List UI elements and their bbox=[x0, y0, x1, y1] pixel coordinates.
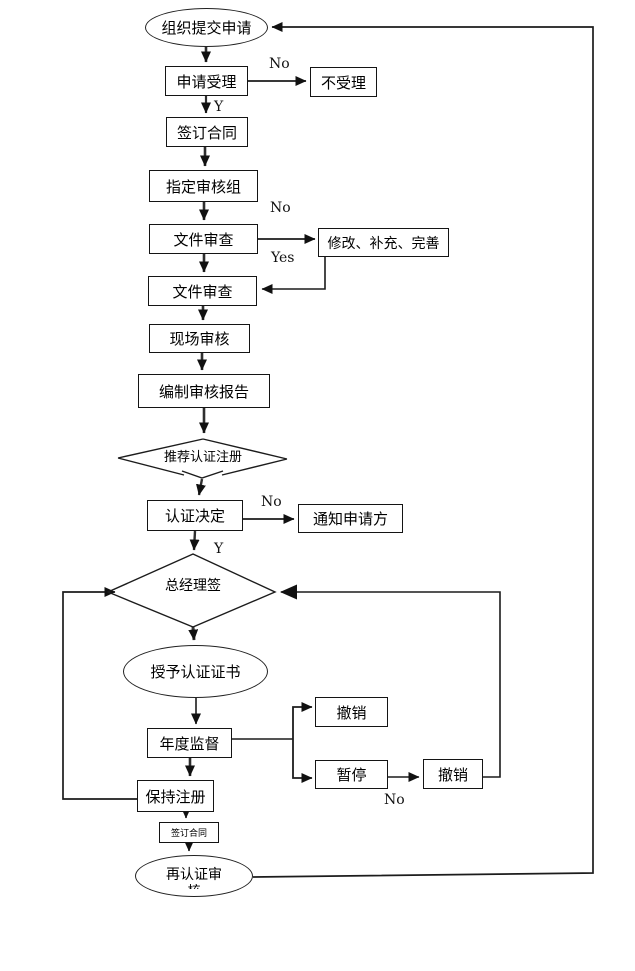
label-doc-yes: Yes bbox=[271, 250, 295, 266]
label-decision-no: No bbox=[261, 494, 282, 510]
node-keep-registration: 保持注册 bbox=[137, 780, 214, 812]
node-grant-cert-label: 授予认证证书 bbox=[150, 663, 241, 681]
node-start-label: 组织提交申请 bbox=[161, 19, 252, 37]
node-site-audit: 现场审核 bbox=[149, 324, 250, 353]
node-revoke-2: 撤销 bbox=[423, 759, 483, 789]
node-annual-supervision: 年度监督 bbox=[147, 728, 232, 758]
node-revoke-2-label: 撤销 bbox=[437, 765, 468, 784]
edge-branch-revoke1 bbox=[292, 702, 313, 739]
node-revoke-1: 撤销 bbox=[315, 697, 388, 727]
node-decision-label: 认证决定 bbox=[164, 507, 225, 525]
edge-branch-suspend bbox=[292, 739, 313, 783]
edge-recert-start-loop bbox=[252, 22, 594, 878]
node-site-audit-label: 现场审核 bbox=[169, 330, 230, 348]
label-accept-no: No bbox=[269, 56, 290, 72]
gm-sign-diamond bbox=[106, 553, 277, 628]
node-resign-contract: 签订合同 bbox=[159, 822, 219, 843]
node-resign-contract-label: 签订合同 bbox=[170, 829, 207, 839]
node-accept-label: 申请受理 bbox=[176, 72, 237, 91]
label-decision-yes: Y bbox=[214, 541, 224, 557]
label-suspend-no: No bbox=[384, 792, 405, 808]
edge-keep-gmsign-loop bbox=[62, 587, 137, 800]
edge-revise-docreview2-yes bbox=[261, 257, 326, 294]
node-assign-team: 指定审核组 bbox=[149, 170, 258, 202]
edge-revoke2-gmsign-loop bbox=[280, 584, 501, 778]
node-suspend-label: 暂停 bbox=[336, 766, 367, 784]
node-revoke-1-label: 撤销 bbox=[336, 703, 367, 722]
node-notify: 通知申请方 bbox=[298, 504, 403, 533]
node-reject: 不受理 bbox=[310, 67, 377, 97]
node-keep-registration-label: 保持注册 bbox=[145, 787, 206, 806]
node-audit-report: 编制审核报告 bbox=[138, 374, 270, 408]
node-audit-report-label: 编制审核报告 bbox=[158, 382, 249, 401]
node-doc-review-1: 文件审查 bbox=[149, 224, 258, 254]
node-accept: 申请受理 bbox=[165, 66, 248, 96]
node-suspend: 暂停 bbox=[315, 760, 388, 789]
node-recert: 再认证审 核 bbox=[135, 855, 253, 897]
node-doc-review-2-label: 文件审查 bbox=[172, 282, 233, 301]
node-revise-label: 修改、补充、完善 bbox=[327, 235, 440, 252]
node-decision: 认证决定 bbox=[147, 500, 243, 531]
edge-gmsign-grantcert bbox=[188, 626, 199, 641]
node-doc-review-1-label: 文件审查 bbox=[173, 230, 234, 249]
recommend-diamond bbox=[117, 438, 288, 479]
node-annual-supervision-label: 年度监督 bbox=[159, 734, 220, 753]
node-reject-label: 不受理 bbox=[320, 73, 366, 92]
node-sign-contract: 签订合同 bbox=[166, 117, 248, 147]
node-recert-label-clipped: 核 bbox=[187, 884, 200, 889]
edge-recommend-decision bbox=[196, 478, 206, 496]
node-recert-label: 再认证审 bbox=[166, 866, 222, 883]
node-doc-review-2: 文件审查 bbox=[148, 276, 257, 306]
node-notify-label: 通知申请方 bbox=[312, 510, 388, 528]
node-recommend-label: 推荐认证注册 bbox=[163, 449, 242, 465]
node-start: 组织提交申请 bbox=[145, 8, 268, 47]
node-assign-team-label: 指定审核组 bbox=[165, 177, 241, 196]
node-grant-cert: 授予认证证书 bbox=[123, 645, 268, 698]
node-revise: 修改、补充、完善 bbox=[318, 228, 449, 257]
node-gm-sign-label: 总经理签 bbox=[165, 577, 221, 594]
edge-decision-gmsign bbox=[189, 530, 200, 551]
node-sign-contract-label: 签订合同 bbox=[176, 123, 237, 142]
label-accept-yes: Y bbox=[214, 99, 224, 115]
label-doc-no: No bbox=[270, 200, 291, 216]
